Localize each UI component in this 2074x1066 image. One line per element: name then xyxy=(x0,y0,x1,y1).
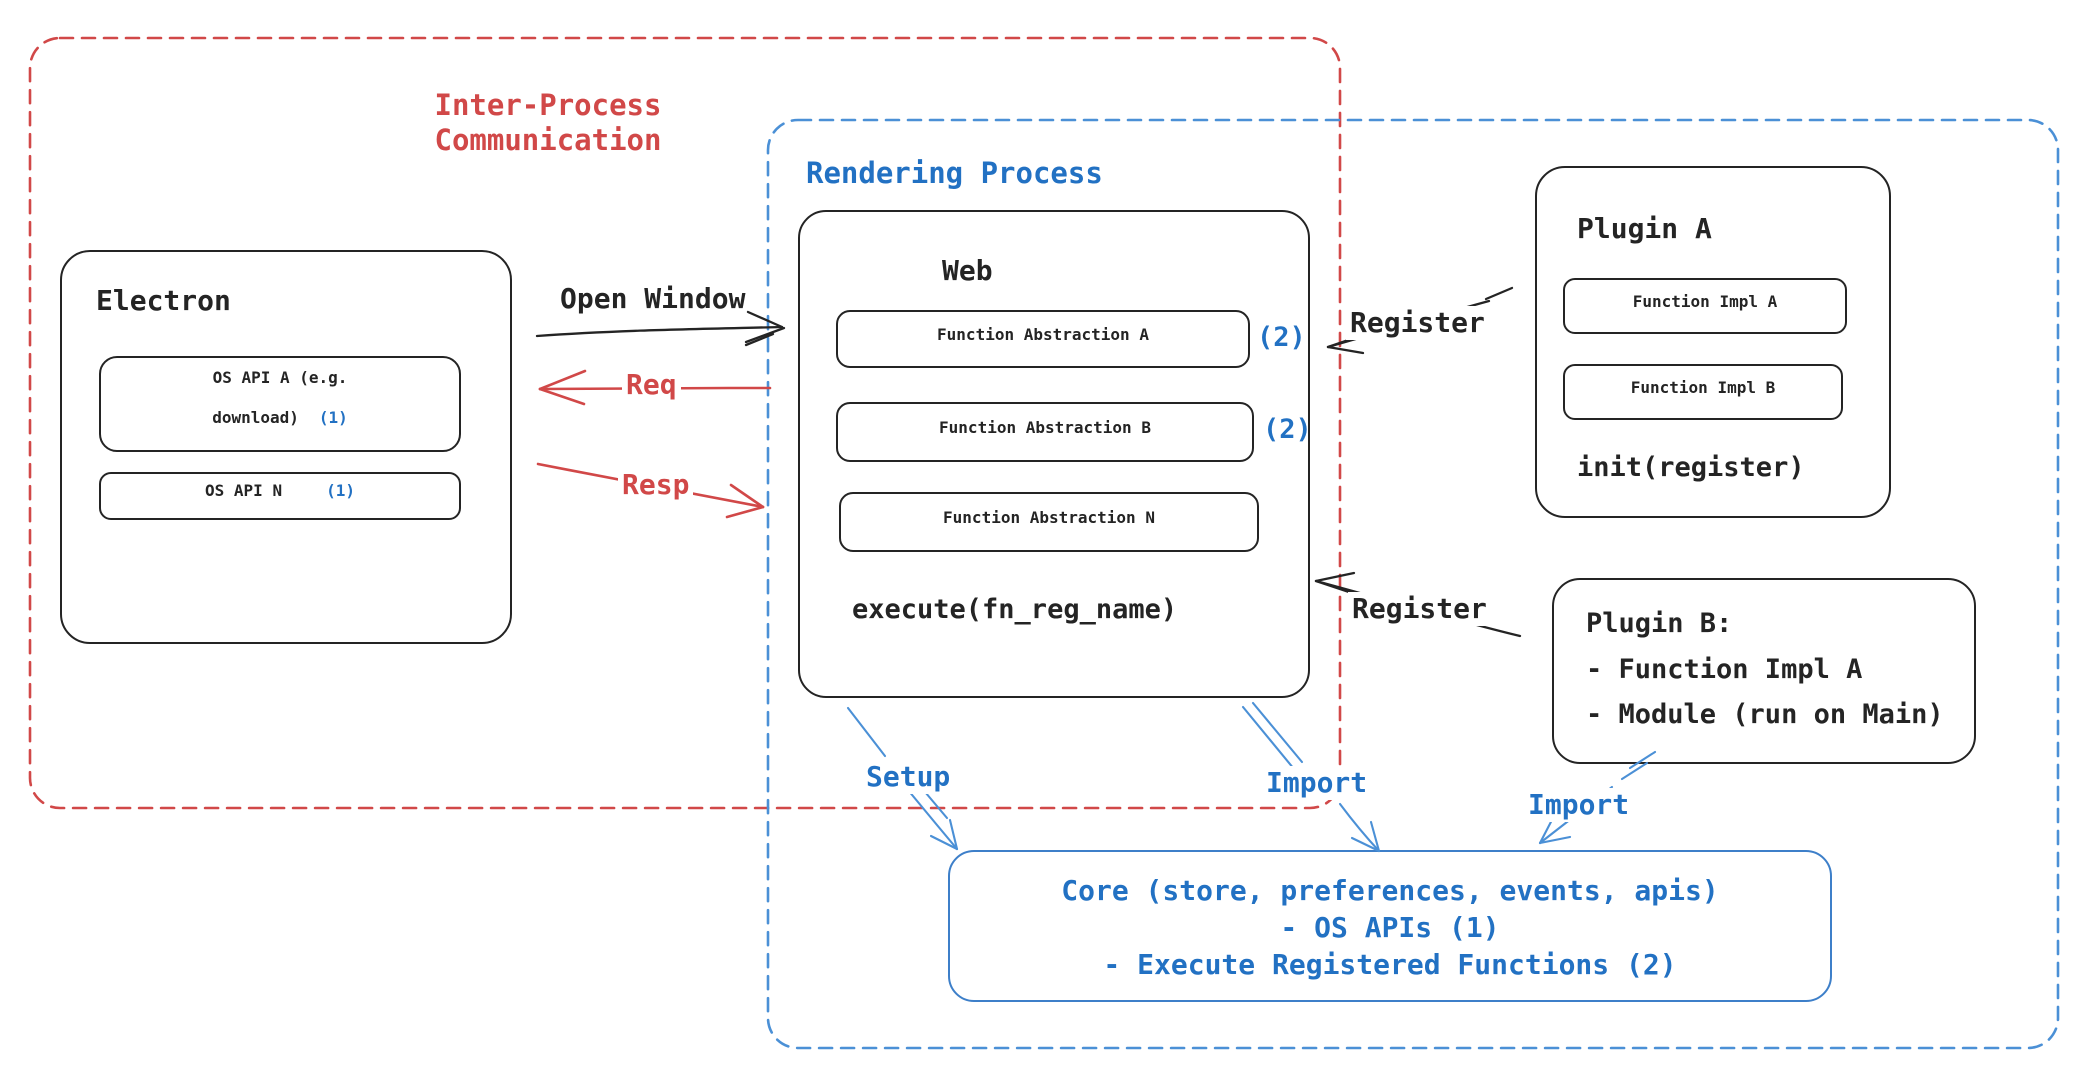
plugin-b-box: Plugin B: - Function Impl A - Module (ru… xyxy=(1552,578,1976,764)
electron-title: Electron xyxy=(96,284,231,317)
open-window-label: Open Window xyxy=(560,282,746,315)
register-a-label: Register xyxy=(1346,306,1489,340)
function-abstraction-b-number: (2) xyxy=(1263,414,1312,445)
import-right-label: Import xyxy=(1524,788,1634,822)
function-impl-a-text: Function Impl A xyxy=(1632,292,1778,311)
plugin-b-item1: - Function Impl A xyxy=(1586,654,1863,685)
resp-label: Resp xyxy=(618,468,694,502)
function-impl-a-box: Function Impl A xyxy=(1563,278,1847,334)
os-api-a-line2: download) (1) xyxy=(101,408,459,427)
function-abstraction-b-box: Function Abstraction B xyxy=(836,402,1254,462)
os-api-n-text: OS API N xyxy=(205,481,283,500)
core-line3: - Execute Registered Functions (2) xyxy=(1103,948,1677,981)
function-abstraction-a-text: Function Abstraction A xyxy=(937,325,1149,344)
ipc-label: Inter-Process Communication xyxy=(428,88,668,158)
os-api-n-number: (1) xyxy=(326,481,355,500)
function-abstraction-b-text: Function Abstraction B xyxy=(939,418,1151,437)
plugin-b-title: Plugin B: xyxy=(1586,608,1733,639)
function-impl-b-box: Function Impl B xyxy=(1563,364,1843,420)
os-api-a-line2-text: download) xyxy=(212,408,299,427)
function-abstraction-a-box: Function Abstraction A xyxy=(836,310,1250,368)
execute-text: execute(fn_reg_name) xyxy=(852,594,1178,625)
os-api-a-box: OS API A (e.g. download) (1) xyxy=(99,356,461,452)
register-b-label: Register xyxy=(1348,592,1491,626)
ipc-label-line2: Communication xyxy=(434,123,662,157)
electron-box: Electron OS API A (e.g. download) (1) OS… xyxy=(60,250,512,644)
web-box: Web Function Abstraction A (2) Function … xyxy=(798,210,1312,698)
os-api-n-box: OS API N (1) xyxy=(99,472,461,520)
ipc-label-line1: Inter-Process xyxy=(434,88,662,122)
os-api-a-line1: OS API A (e.g. xyxy=(212,368,348,387)
core-text: Core (store, preferences, events, apis) … xyxy=(950,852,1830,983)
function-abstraction-n-text: Function Abstraction N xyxy=(943,508,1155,527)
setup-label: Setup xyxy=(862,760,955,794)
plugin-a-title: Plugin A xyxy=(1577,212,1712,245)
core-box: Core (store, preferences, events, apis) … xyxy=(948,850,1832,1002)
open-window-arrow xyxy=(535,310,786,347)
function-abstraction-n-box: Function Abstraction N xyxy=(839,492,1259,552)
import-mid-label: Import xyxy=(1262,766,1372,800)
core-line1: Core (store, preferences, events, apis) xyxy=(1061,874,1719,907)
os-api-n-line: OS API N (1) xyxy=(101,481,459,500)
plugin-b-item2: - Module (run on Main) xyxy=(1586,699,1944,730)
init-register-text: init(register) xyxy=(1577,452,1805,483)
function-impl-b-text: Function Impl B xyxy=(1630,378,1776,397)
core-line2: - OS APIs (1) xyxy=(1280,911,1500,944)
os-api-a-number: (1) xyxy=(318,408,348,427)
function-abstraction-a-number: (2) xyxy=(1257,322,1306,353)
plugin-a-box: Plugin A Function Impl A Function Impl B… xyxy=(1535,166,1891,518)
web-title: Web xyxy=(942,254,993,287)
req-label: Req xyxy=(622,368,681,402)
rendering-process-label: Rendering Process xyxy=(806,156,1103,190)
